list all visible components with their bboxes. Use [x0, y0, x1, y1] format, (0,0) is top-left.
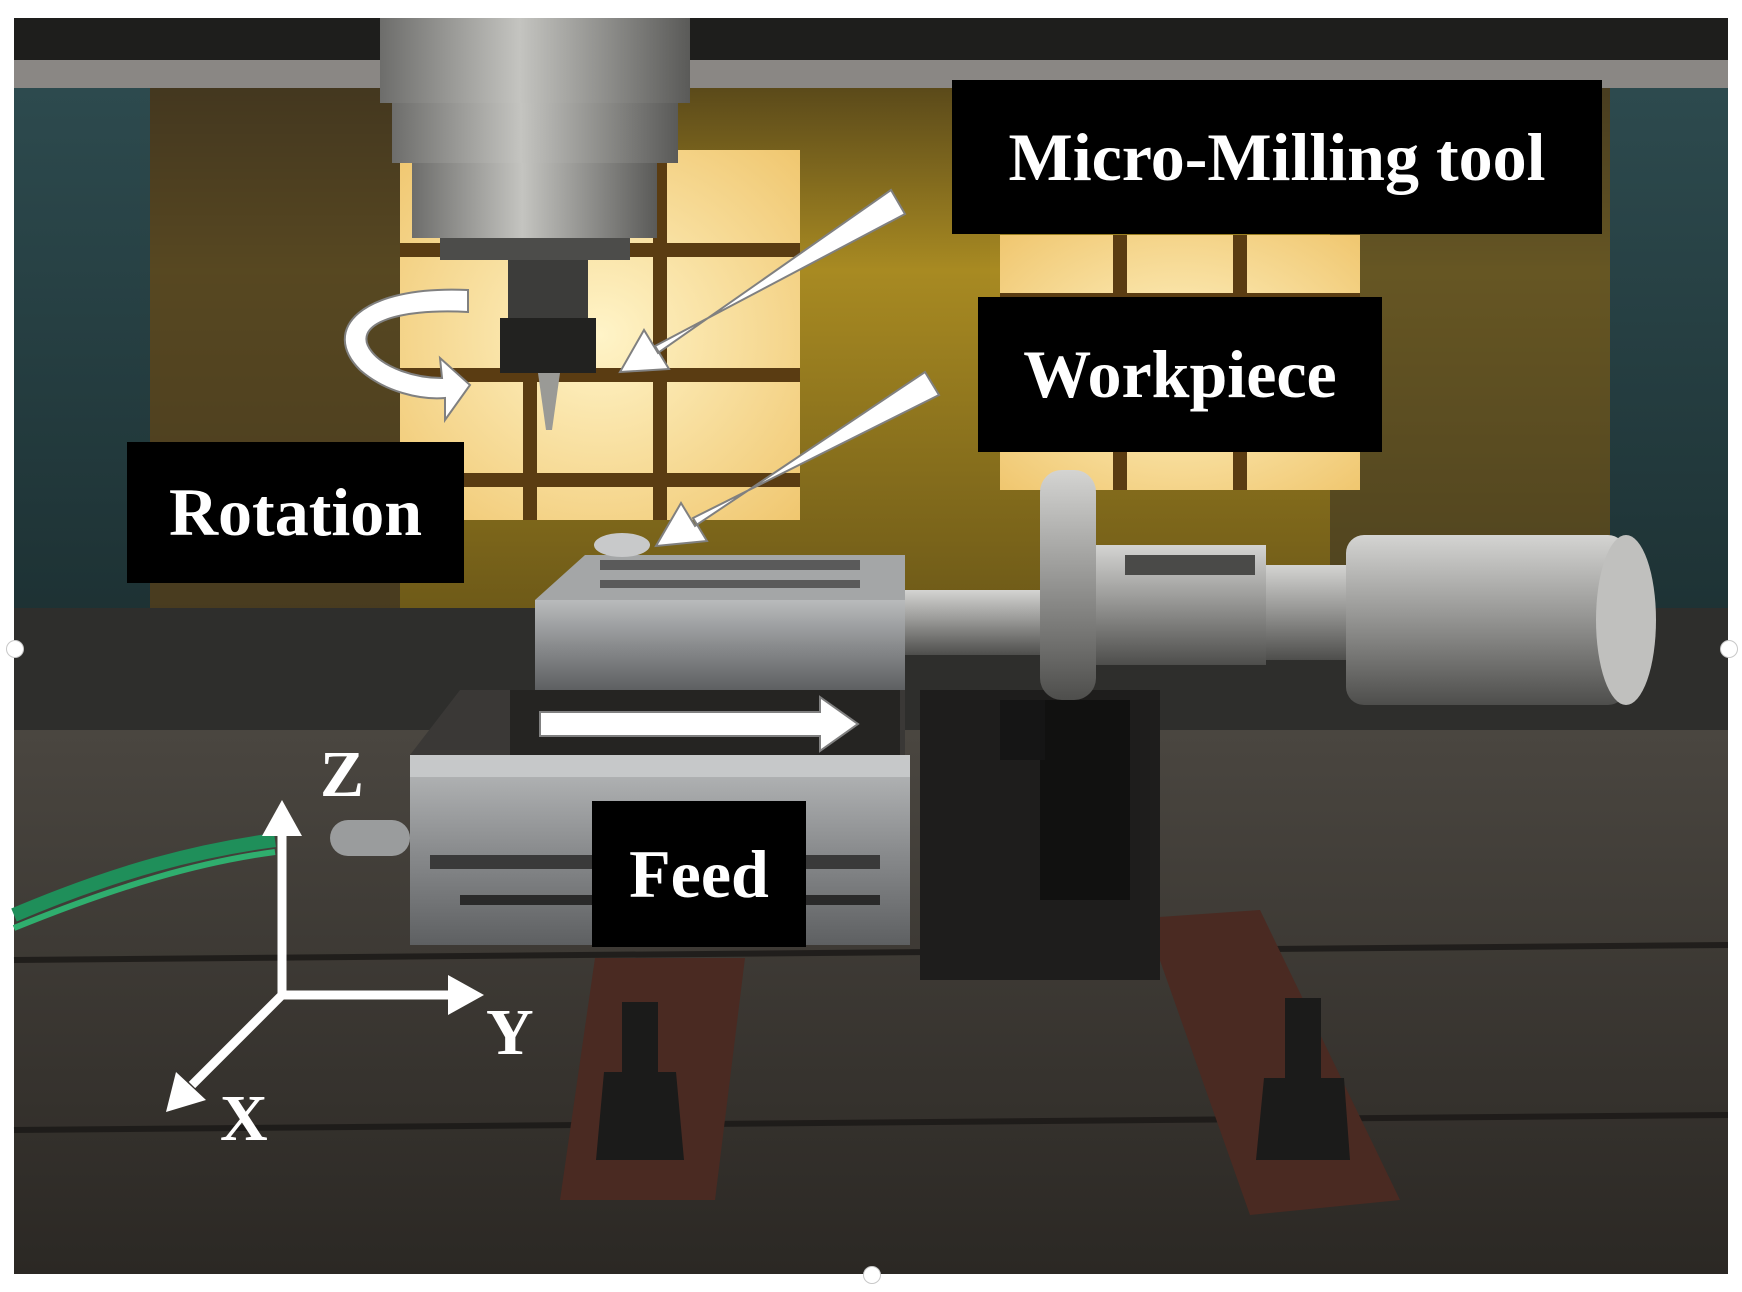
y-axis-label: Y — [486, 996, 534, 1069]
x-axis-label: X — [220, 1082, 268, 1155]
resize-handle-right[interactable] — [1720, 640, 1738, 658]
cylinder-assembly — [905, 470, 1656, 760]
workpiece-label: Workpiece — [978, 297, 1382, 452]
rotation-label: Rotation — [127, 442, 464, 583]
resize-handle-bottom[interactable] — [863, 1266, 881, 1284]
feed-label: Feed — [592, 801, 806, 947]
micro-milling-tool-label: Micro-Milling tool — [952, 80, 1602, 234]
spindle — [380, 18, 690, 430]
z-axis-label: Z — [320, 738, 365, 811]
resize-handle-left[interactable] — [6, 640, 24, 658]
